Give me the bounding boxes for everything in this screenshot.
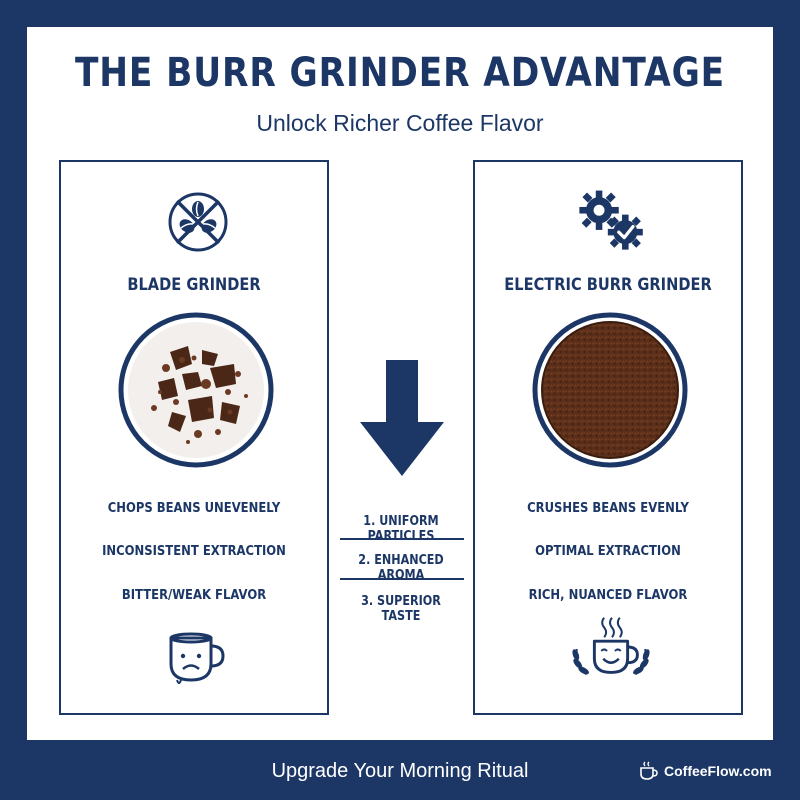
blade-feature-3: BITTER/WEAK FLAVOR xyxy=(121,587,267,603)
benefit-3: 3. SUPERIOR TASTE xyxy=(361,594,441,624)
burr-grinder-heading: ELECTRIC BURR GRINDER xyxy=(504,275,712,295)
burr-feature-3: RICH, NUANCED FLAVOR xyxy=(528,587,688,603)
blade-feature-1: CHOPS BEANS UNEVENELY xyxy=(107,500,281,516)
burr-grinder-card: ELECTRIC BURR GRINDER CRUSHES BEANS EVEN… xyxy=(473,160,743,715)
burr-feature-2: OPTIMAL EXTRACTION xyxy=(535,543,681,559)
crossed-out-beans-icon xyxy=(168,192,228,252)
even-grounds-bowl xyxy=(532,312,688,468)
gears-check-icon xyxy=(579,190,643,250)
benefit-divider-1 xyxy=(340,538,464,540)
down-arrow-icon xyxy=(360,360,444,476)
burr-feature-1: CRUSHES BEANS EVENLY xyxy=(527,500,689,516)
blade-grinder-card: BLADE GRINDER CHOPS BEANS UNEVENELY INCO… xyxy=(59,160,329,715)
footer-tagline: Upgrade Your Morning Ritual xyxy=(271,760,529,782)
sad-coffee-cup-icon xyxy=(169,632,225,684)
happy-coffee-cup-laurel-icon xyxy=(572,617,650,676)
benefit-divider-2 xyxy=(340,578,464,580)
blade-feature-2: INCONSISTENT EXTRACTION xyxy=(102,543,286,559)
uneven-grounds-bowl xyxy=(118,312,274,468)
coffee-cup-icon xyxy=(640,761,658,780)
brand-name[interactable]: CoffeeFlow.com xyxy=(664,763,772,779)
benefit-1: 1. UNIFORM PARTICLES xyxy=(363,514,439,544)
brand-logo[interactable]: CoffeeFlow.com xyxy=(638,760,772,782)
blade-grinder-heading: BLADE GRINDER xyxy=(127,275,261,295)
poster-subtitle: Unlock Richer Coffee Flavor xyxy=(256,110,544,136)
poster-title: THE BURR GRINDER ADVANTAGE xyxy=(74,50,726,96)
